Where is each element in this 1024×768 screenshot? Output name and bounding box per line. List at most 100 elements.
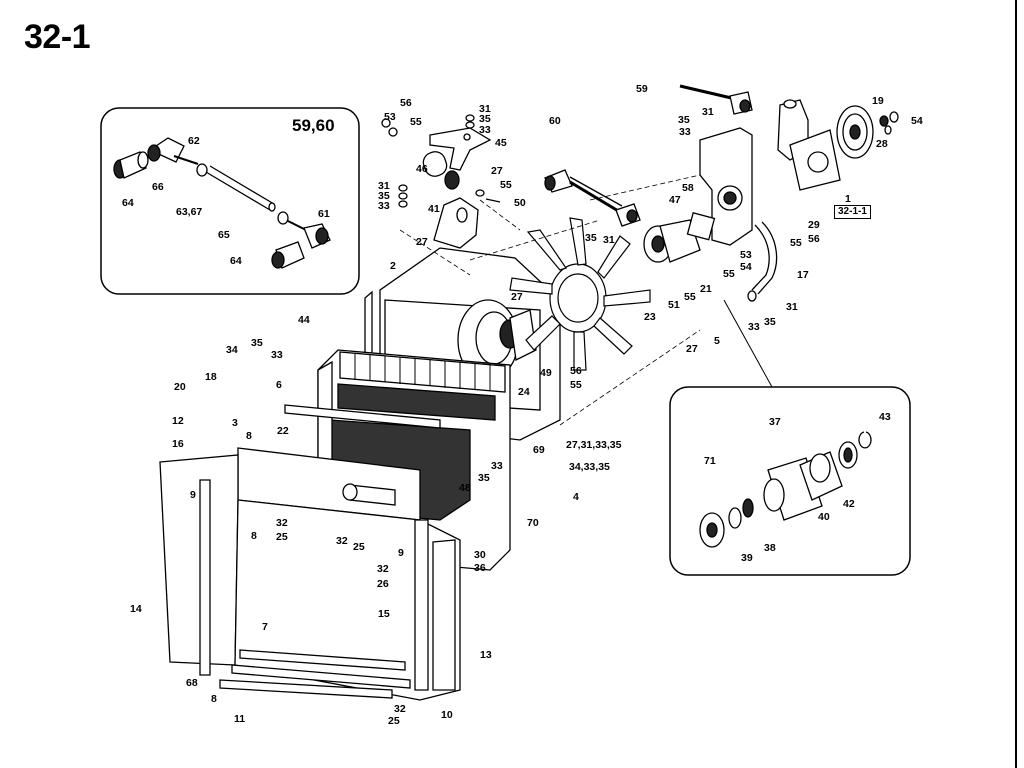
callout-c33a: 33 bbox=[479, 124, 491, 136]
callout-c33c: 33 bbox=[679, 126, 691, 138]
callout-c11: 11 bbox=[234, 713, 245, 725]
callout-c22: 22 bbox=[277, 425, 289, 437]
callout-c55c: 55 bbox=[790, 237, 802, 249]
callout-c61: 61 bbox=[318, 208, 330, 220]
callout-c12: 12 bbox=[172, 415, 184, 427]
callout-c343335: 34,33,35 bbox=[569, 461, 610, 473]
callout-c3: 3 bbox=[232, 417, 238, 429]
callout-c20: 20 bbox=[174, 381, 186, 393]
callout-c35a: 35 bbox=[378, 190, 390, 202]
callout-c71: 71 bbox=[704, 455, 716, 467]
callout-c37: 37 bbox=[769, 416, 781, 428]
callout-c35b: 35 bbox=[479, 113, 491, 125]
callout-c55d: 55 bbox=[723, 268, 735, 280]
page-title: 32-1 bbox=[24, 18, 91, 56]
callout-c6: 6 bbox=[276, 379, 282, 391]
stay-rod-60 bbox=[544, 169, 641, 227]
callout-c7: 7 bbox=[262, 621, 268, 633]
callout-c59: 59 bbox=[636, 83, 648, 95]
rod-63-67 bbox=[205, 165, 276, 212]
callout-c48: 48 bbox=[459, 482, 471, 494]
callout-c56a: 56 bbox=[400, 97, 412, 109]
callout-c49: 49 bbox=[540, 367, 552, 379]
callout-c30: 30 bbox=[474, 549, 486, 561]
callout-c55a: 55 bbox=[410, 116, 422, 128]
cross-reference-box[interactable]: 32-1-1 bbox=[834, 205, 871, 219]
callout-c19: 19 bbox=[872, 95, 884, 107]
callout-c35c: 35 bbox=[678, 114, 690, 126]
callout-c33d: 33 bbox=[748, 321, 760, 333]
callout-c25a: 25 bbox=[276, 531, 288, 543]
callout-c55b: 55 bbox=[500, 179, 512, 191]
callout-c27d: 27 bbox=[686, 343, 698, 355]
callout-c64b: 64 bbox=[230, 255, 242, 267]
callout-c31a: 31 bbox=[479, 103, 491, 115]
callout-c27c: 27 bbox=[511, 291, 523, 303]
callout-c17: 17 bbox=[797, 269, 809, 281]
connection-lines bbox=[399, 174, 701, 426]
callout-c33b: 33 bbox=[378, 200, 390, 212]
callout-c53b: 53 bbox=[740, 249, 752, 261]
callout-c33f: 33 bbox=[491, 460, 503, 472]
callout-c10: 10 bbox=[441, 709, 453, 721]
callout-c25b: 25 bbox=[353, 541, 365, 553]
inset-leader-line bbox=[723, 299, 773, 388]
callout-c56b: 56 bbox=[808, 233, 820, 245]
callout-c8b: 8 bbox=[251, 530, 257, 542]
callout-c32a: 32 bbox=[276, 517, 288, 529]
callout-c25c: 25 bbox=[388, 715, 400, 727]
callout-c34a: 34 bbox=[226, 344, 238, 356]
callout-c38: 38 bbox=[764, 542, 776, 554]
callout-c29: 29 bbox=[808, 219, 820, 231]
callout-c66: 66 bbox=[152, 181, 164, 193]
callout-c44: 44 bbox=[298, 314, 310, 326]
callout-c24: 24 bbox=[518, 386, 530, 398]
callout-c50: 50 bbox=[514, 197, 526, 209]
callout-c32d: 32 bbox=[394, 703, 406, 715]
mount-bracket-group bbox=[381, 114, 501, 249]
callout-c51: 51 bbox=[668, 299, 680, 311]
callout-c9a: 9 bbox=[190, 489, 196, 501]
callout-c35d: 35 bbox=[585, 232, 597, 244]
callout-c45: 45 bbox=[495, 137, 507, 149]
callout-c39: 39 bbox=[741, 552, 753, 564]
callout-c62: 62 bbox=[188, 135, 200, 147]
inset-bearing-detail bbox=[669, 386, 911, 576]
callout-c58: 58 bbox=[682, 182, 694, 194]
callout-c5: 5 bbox=[714, 335, 720, 347]
callout-c41: 41 bbox=[428, 203, 440, 215]
callout-c42: 42 bbox=[843, 498, 855, 510]
callout-c8a: 8 bbox=[246, 430, 252, 442]
callout-c15: 15 bbox=[378, 608, 390, 620]
pulley-bracket-assembly bbox=[679, 84, 899, 246]
callout-c35e: 35 bbox=[764, 316, 776, 328]
callout-c68: 68 bbox=[186, 677, 198, 689]
callout-c13: 13 bbox=[480, 649, 492, 661]
callout-c35g: 35 bbox=[478, 472, 490, 484]
callout-c36: 36 bbox=[474, 562, 486, 574]
callout-c32c: 32 bbox=[377, 563, 389, 575]
callout-c21: 21 bbox=[700, 283, 712, 295]
callout-c31c: 31 bbox=[702, 106, 714, 118]
callout-c9b: 9 bbox=[398, 547, 404, 559]
callout-c54a: 54 bbox=[911, 115, 923, 127]
callout-c32b: 32 bbox=[336, 535, 348, 547]
callout-c27a: 27 bbox=[491, 165, 503, 177]
callout-c6367: 63,67 bbox=[176, 206, 202, 218]
callout-c43: 43 bbox=[879, 411, 891, 423]
callout-c33e: 33 bbox=[271, 349, 283, 361]
callout-c56c: 56 bbox=[570, 365, 582, 377]
callout-c1: 1 bbox=[845, 193, 851, 205]
callout-c46: 46 bbox=[416, 163, 428, 175]
callout-c16: 16 bbox=[172, 438, 184, 450]
inset-label-59-60: 59,60 bbox=[292, 116, 335, 135]
callout-c35f: 35 bbox=[251, 337, 263, 349]
pipe-17 bbox=[747, 221, 778, 302]
callout-c64a: 64 bbox=[122, 197, 134, 209]
callout-c55f: 55 bbox=[570, 379, 582, 391]
callout-c47: 47 bbox=[669, 194, 681, 206]
rubber-mount-64-top bbox=[113, 151, 149, 179]
callout-c54b: 54 bbox=[740, 261, 752, 273]
callout-c70: 70 bbox=[527, 517, 539, 529]
